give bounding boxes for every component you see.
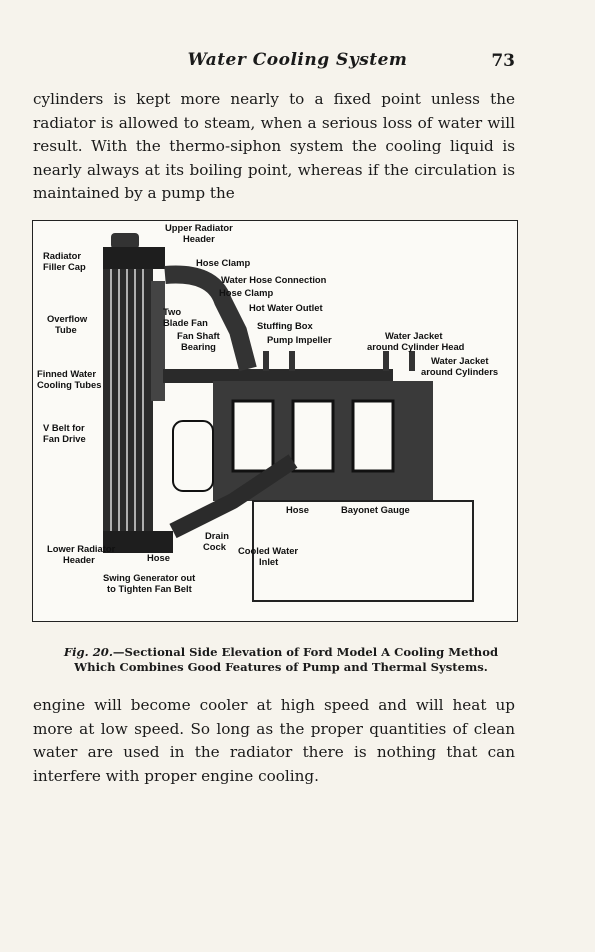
label-water-hose-connection: Water Hose Connection <box>221 274 327 285</box>
running-title: Water Cooling System <box>187 50 408 70</box>
label-water-jacket-cyl-1: Water Jacket <box>431 355 489 366</box>
label-pump-impeller: Pump Impeller <box>267 334 332 345</box>
body-paragraph-1: cylinders is kept more nearly to a fixed… <box>33 90 515 203</box>
label-overflow-tube-2: Tube <box>55 324 77 335</box>
fan-blade-shape <box>151 281 165 401</box>
label-hot-water-outlet: Hot Water Outlet <box>249 302 323 313</box>
fan-shaft-shape <box>163 369 393 383</box>
label-hose-bottom: Hose <box>147 552 170 563</box>
label-upper-radiator-header-1: Upper Radiator <box>165 222 233 233</box>
figure-caption: Fig. 20.—Sectional Side Elevation of For… <box>46 645 516 675</box>
engine-cooling-diagram: Upper Radiator Header Radiator Filler Ca… <box>37 222 498 602</box>
caption-text-line2: Which Combines Good Features of Pump and… <box>74 660 488 674</box>
label-cooled-water-inlet-2: Inlet <box>259 556 278 567</box>
label-v-belt-2: Fan Drive <box>43 433 86 444</box>
label-radiator-filler-cap-2: Filler Cap <box>43 261 86 272</box>
page-header: Water Cooling System 73 <box>0 50 595 74</box>
label-bayonet-gauge: Bayonet Gauge <box>341 504 410 515</box>
radiator-core <box>103 249 153 549</box>
label-stuffing-box: Stuffing Box <box>257 320 314 331</box>
caption-fig-label: Fig. 20. <box>63 645 113 659</box>
label-fan-shaft-bearing-1: Fan Shaft <box>177 330 220 341</box>
label-swing-generator-2: to Tighten Fan Belt <box>107 583 192 594</box>
label-finned-water-tubes-1: Finned Water <box>37 368 96 379</box>
radiator-filler-cap-shape <box>111 233 139 249</box>
cylinder-shape-3 <box>351 399 395 473</box>
caption-text-line1: —Sectional Side Elevation of Ford Model … <box>112 645 499 659</box>
label-upper-radiator-header-2: Header <box>183 233 215 244</box>
page-number: 73 <box>491 51 515 71</box>
lower-hose-shape <box>169 454 298 539</box>
body-paragraph-2: engine will become cooler at high speed … <box>33 696 515 785</box>
label-lower-radiator-header-1: Lower Radiator <box>47 543 116 554</box>
oil-pan-shape <box>252 500 474 602</box>
label-two-blade-fan-2: Blade Fan <box>163 317 208 328</box>
label-water-jacket-head-2: around Cylinder Head <box>367 341 465 352</box>
figure-illustration: Upper Radiator Header Radiator Filler Ca… <box>32 220 518 622</box>
cylinder-shape-2 <box>291 399 335 473</box>
label-fan-shaft-bearing-2: Bearing <box>181 341 216 352</box>
label-hose-right: Hose <box>286 504 309 515</box>
label-overflow-tube-1: Overflow <box>47 313 88 324</box>
label-drain-cock-2: Cock <box>203 541 227 552</box>
label-two-blade-fan-1: Two <box>163 306 181 317</box>
cylinder-shape-1 <box>231 399 275 473</box>
upper-header-shape <box>103 247 165 269</box>
label-lower-radiator-header-2: Header <box>63 554 95 565</box>
label-finned-water-tubes-2: Cooling Tubes <box>37 379 101 390</box>
label-drain-cock-1: Drain <box>205 530 229 541</box>
generator-shape <box>172 420 214 492</box>
label-water-jacket-cyl-2: around Cylinders <box>421 366 498 377</box>
label-hose-clamp: Hose Clamp <box>219 287 273 298</box>
label-hose-clamp-top: Hose Clamp <box>196 257 250 268</box>
label-water-jacket-head-1: Water Jacket <box>385 330 443 341</box>
label-swing-generator-1: Swing Generator out <box>103 572 195 583</box>
label-radiator-filler-cap-1: Radiator <box>43 250 81 261</box>
label-v-belt-1: V Belt for <box>43 422 85 433</box>
upper-hose-shape <box>164 265 257 372</box>
lower-header-shape <box>103 531 173 553</box>
label-cooled-water-inlet-1: Cooled Water <box>238 545 298 556</box>
